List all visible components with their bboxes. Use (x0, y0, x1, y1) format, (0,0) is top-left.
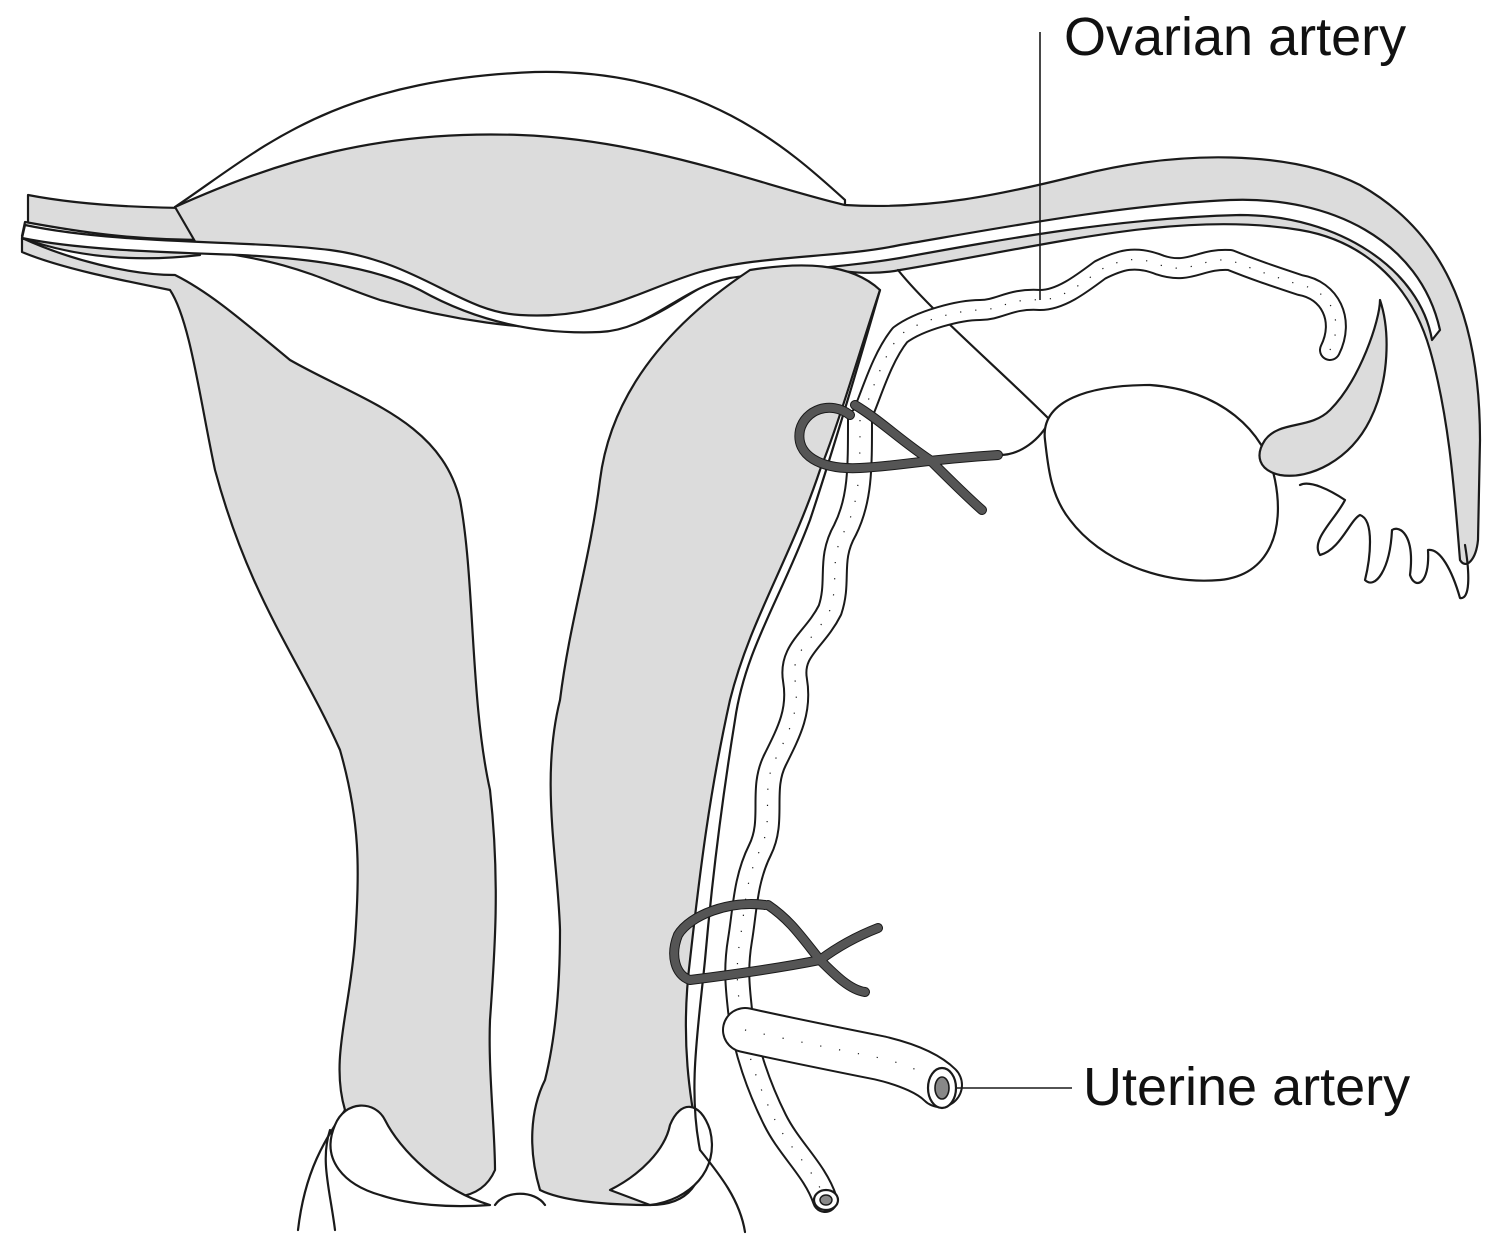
uterine-artery-trunk-vessel (745, 1030, 940, 1085)
lower-ligature (674, 904, 878, 992)
fimbriae (1300, 484, 1468, 598)
descending-branch-lumen (820, 1195, 832, 1205)
uterine-artery-label: Uterine artery (1083, 1060, 1410, 1114)
left-uterine-wall (22, 238, 496, 1197)
ovary (1045, 385, 1278, 581)
tube-ampulla (1260, 300, 1387, 476)
ovarian-artery-label: Ovarian artery (1064, 10, 1406, 64)
external-os (495, 1194, 545, 1205)
uterine-artery-lumen (935, 1077, 949, 1099)
